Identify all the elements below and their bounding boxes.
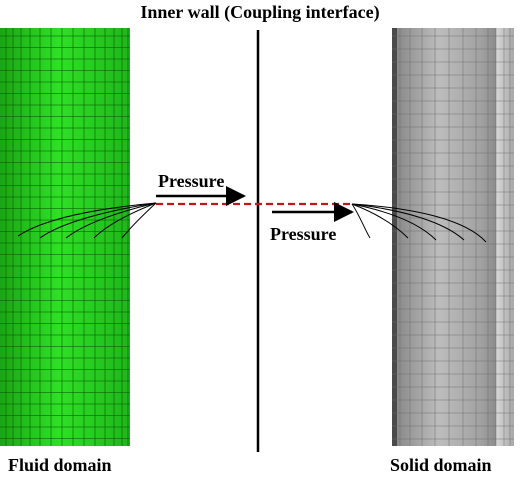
- solid-domain-inner-edge: [392, 28, 397, 446]
- fluid-fan-curve: [17, 202, 157, 237]
- fluid-domain-body: [0, 28, 130, 446]
- solid-domain: [392, 28, 514, 446]
- fluid-domain-label: Fluid domain: [8, 455, 112, 475]
- solid-fan-curve: [351, 203, 409, 239]
- solid-domain-label: Solid domain: [390, 455, 492, 475]
- solid-domain-outer-layer: [496, 28, 514, 446]
- fluid-fan-curve: [65, 202, 157, 239]
- fluid-fan-curve: [121, 202, 157, 239]
- solid-domain-body: [392, 28, 496, 446]
- solid-fan-curve: [351, 203, 465, 241]
- fluid-fan-curve: [93, 202, 157, 239]
- solid-node-fan: [351, 203, 487, 243]
- fluid-domain: [0, 28, 130, 446]
- solid-fan-curve: [351, 203, 371, 239]
- diagram-title: Inner wall (Coupling interface): [140, 2, 380, 22]
- fluid-domain-mesh: [0, 28, 130, 446]
- fluid-node-fan: [17, 202, 157, 239]
- fluid-fan-curve: [39, 202, 157, 239]
- pressure-label-solid-side: Pressure: [270, 224, 337, 244]
- solid-domain-mesh: [392, 28, 514, 446]
- solid-fan-curve: [351, 203, 437, 241]
- solid-fan-curve: [351, 203, 487, 243]
- pressure-label-fluid-side: Pressure: [158, 171, 225, 191]
